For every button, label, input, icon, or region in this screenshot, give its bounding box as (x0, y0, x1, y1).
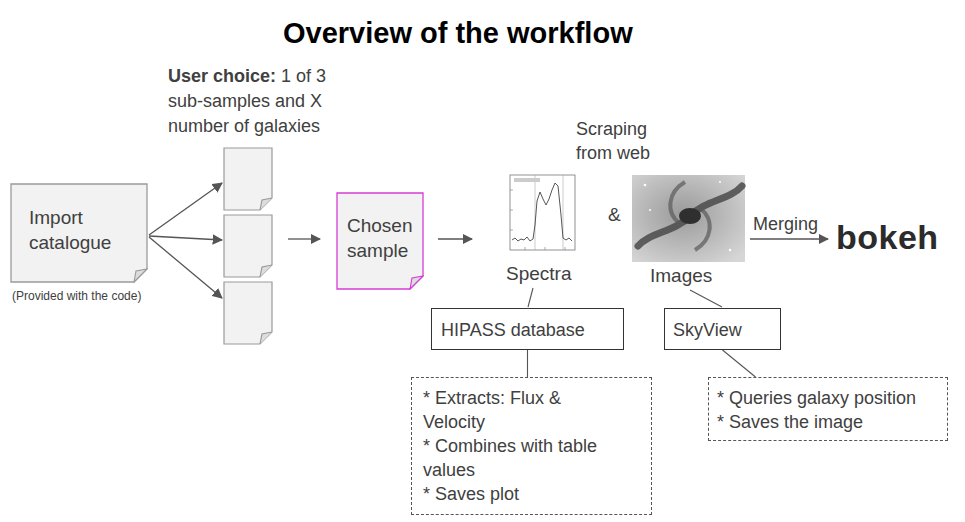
connector-line (527, 350, 528, 377)
note-text: (Provided with the code) (12, 289, 141, 304)
image-caption: Images (650, 264, 712, 288)
connector-line (723, 350, 756, 377)
chosen-sample-doc: Chosen sample (336, 192, 424, 290)
leader-lines (528, 288, 722, 307)
image-caption: Spectra (506, 262, 571, 286)
node-text: * Extracts: Flux & Velocity (423, 386, 628, 434)
node-text: SkyView (673, 318, 774, 342)
service-box: SkyView (664, 308, 781, 350)
user-choice-note: User choice: 1 of 3 sub-samples and X nu… (168, 64, 350, 139)
notes-box: * Queries galaxy position* Saves the ima… (708, 377, 948, 441)
node-text: Chosen sample (347, 213, 418, 263)
node-text: * Combines with table values (423, 434, 628, 482)
node-text: HIPASS database (441, 318, 617, 342)
arrow-label: Merging (753, 212, 818, 236)
node-text: * Saves the image (717, 410, 941, 434)
diagram-title: Overview of the workflow (283, 16, 633, 50)
sub-sample-docs (224, 148, 272, 344)
spectrum-plot (497, 168, 578, 262)
catalogue-doc: Import catalogue (10, 183, 148, 283)
user-choice-heading: User choice: (168, 66, 276, 86)
database-box: HIPASS database (431, 308, 624, 350)
galaxy-image (632, 175, 745, 262)
node-text: * Queries galaxy position (717, 386, 941, 410)
node-text: Import catalogue (29, 205, 139, 255)
step-label: Scraping from web (576, 117, 660, 165)
node-text: * Saves plot (423, 482, 628, 506)
logo-text: bokeh (836, 217, 939, 257)
notes-box: * Extracts: Flux & Velocity* Combines wi… (411, 377, 652, 515)
connector-symbol: & (608, 203, 621, 227)
